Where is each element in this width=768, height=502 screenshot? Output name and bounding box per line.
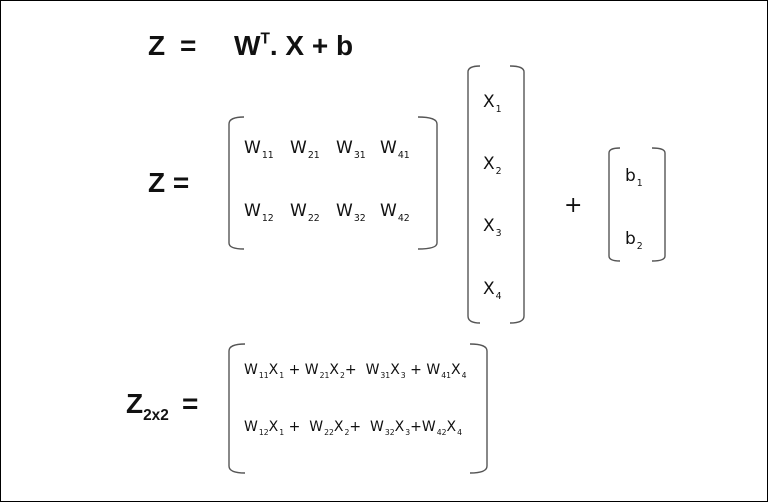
result-row-2: W12X1 + W22X2+ W32X3+W42X4: [244, 419, 463, 438]
w-cell: W41: [380, 138, 410, 162]
eq1-rhs: WT. X + b: [234, 30, 354, 61]
eq1-equals: =: [180, 30, 197, 61]
w-cell: W31: [336, 138, 366, 162]
plus-sign: +: [564, 193, 583, 218]
w-cell: W22: [290, 201, 320, 225]
result-row-1: W11X1 + W21X2+ W31X3 + W41X4: [244, 362, 467, 381]
b-cell: b2: [625, 229, 643, 253]
w-cell: W21: [290, 138, 320, 162]
eq1-lhs: Z: [148, 30, 166, 61]
eq3-lhs: Z2x2: [126, 388, 169, 424]
w-cell: W32: [336, 201, 366, 225]
x-cell: X1: [483, 92, 502, 116]
b-cell: b1: [625, 166, 643, 190]
w-cell: W42: [380, 201, 410, 225]
x-cell: X4: [483, 279, 502, 303]
x-cell: X3: [483, 216, 502, 240]
eq3-equals: =: [182, 388, 199, 419]
w-cell: W11: [244, 138, 274, 162]
w-cell: W12: [244, 201, 274, 225]
eq2-lhs: Z =: [148, 167, 190, 198]
x-cell: X2: [483, 154, 502, 178]
